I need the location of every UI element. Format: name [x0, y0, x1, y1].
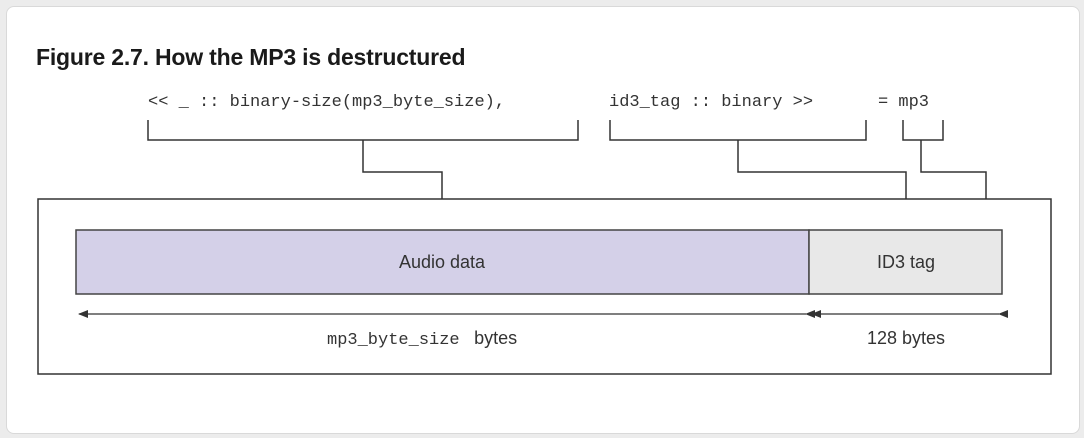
pattern-mp3-text: = mp3 — [878, 93, 929, 112]
connector-mp3 — [920, 140, 987, 199]
bracket-id3-tag — [609, 120, 867, 141]
bracket-binary-size — [147, 120, 579, 141]
audio-data-label: Audio data — [399, 252, 486, 272]
figure-caption: Figure 2.7. How the MP3 is destructured — [36, 44, 466, 70]
bracket-mp3 — [902, 120, 944, 141]
audio-size-unit: bytes — [474, 328, 517, 348]
id3-size-label: 128 bytes — [867, 328, 945, 348]
pattern-id3-tag-text: id3_tag :: binary >> — [609, 93, 813, 112]
audio-size-variable: mp3_byte_size — [327, 331, 460, 350]
id3-tag-label: ID3 tag — [877, 252, 935, 272]
id3-tag-segment — [808, 229, 1003, 295]
audio-data-segment — [75, 229, 810, 295]
pattern-binary-size-text: << _ :: binary-size(mp3_byte_size), — [148, 93, 505, 112]
audio-size-label: mp3_byte_size bytes — [327, 328, 517, 350]
